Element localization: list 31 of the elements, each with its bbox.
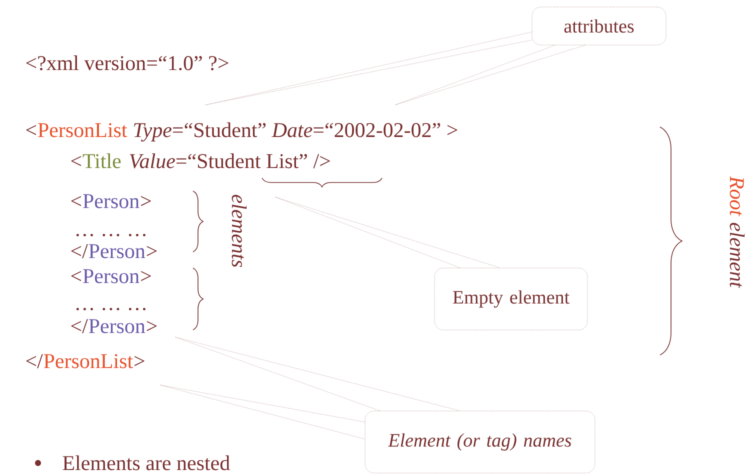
- code-text: Person: [83, 269, 140, 284]
- code-text: PersonList: [38, 123, 128, 138]
- code-text: >: [146, 246, 157, 256]
- code-text: … … …: [76, 234, 146, 236]
- code-text: PersonList: [44, 354, 133, 368]
- code-text: </: [71, 319, 88, 334]
- brace-label: Root: [730, 176, 744, 216]
- code-text: Title: [82, 153, 121, 168]
- callout-box: Element (or tag) names: [364, 410, 596, 474]
- code-text: … … …: [76, 308, 146, 310]
- code-text: >: [134, 356, 144, 366]
- code-text: Person: [88, 244, 146, 258]
- bullet-text: Elements are nested: [62, 455, 230, 470]
- code-text: Value=“Student List” />: [130, 153, 330, 168]
- code-text: <: [26, 124, 36, 136]
- code-text: >: [141, 270, 151, 282]
- code-text: <: [71, 196, 82, 206]
- code-text: Type=“Student” Date=“2002-02-02” >: [134, 122, 458, 142]
- code-text: </: [26, 354, 43, 368]
- code-text: <: [71, 270, 82, 282]
- code-text: </: [71, 244, 88, 258]
- code-text: <?xml version=“1.0” ?>: [26, 55, 228, 70]
- callout-box: attributes: [532, 6, 666, 46]
- code-text: >: [141, 196, 151, 206]
- code-text: >: [146, 320, 157, 332]
- code-text: Person: [83, 194, 140, 208]
- callout-box: Empty element: [434, 268, 588, 330]
- brace-label: elements: [232, 194, 247, 268]
- code-text: <: [71, 156, 82, 166]
- brace-label: element: [730, 222, 745, 288]
- code-text: Person: [88, 319, 146, 334]
